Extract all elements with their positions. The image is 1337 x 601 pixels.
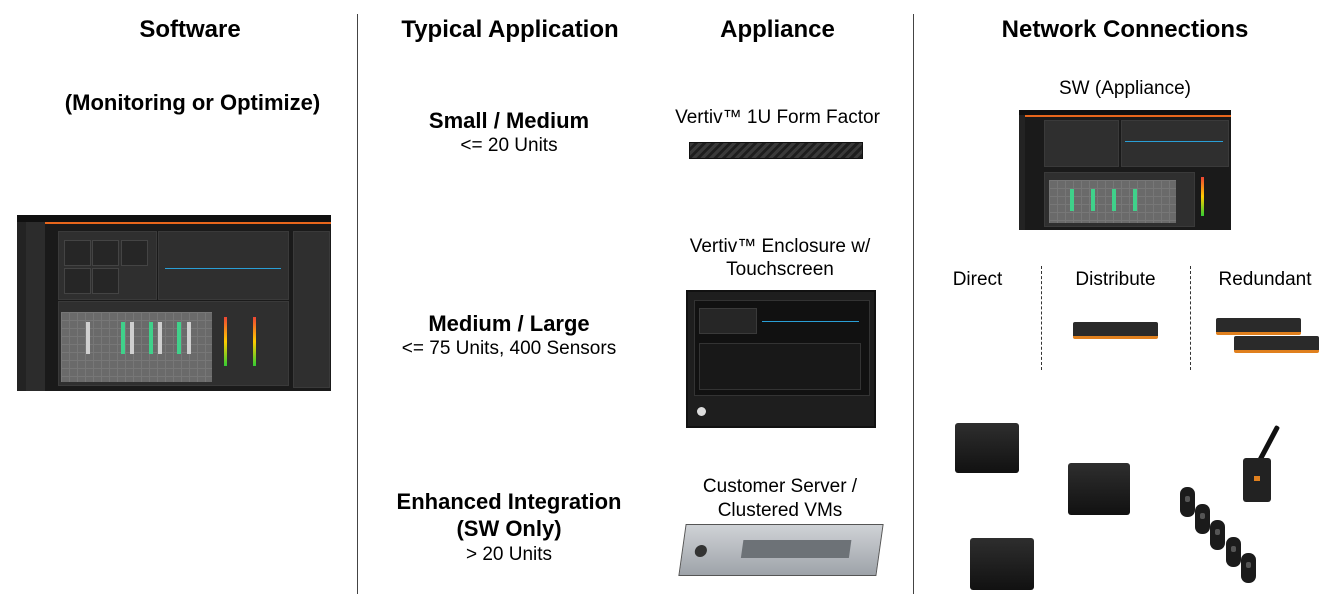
- redundant-appliance-icon-1: [1216, 318, 1301, 335]
- appliance-enclosure-label-line2: Touchscreen: [726, 259, 834, 280]
- cooling-unit-icon-1: [955, 423, 1019, 473]
- app-enhanced-title-line1: Enhanced Integration: [396, 489, 622, 514]
- rack-server-icon: [689, 142, 863, 159]
- header-network-connections: Network Connections: [1001, 16, 1249, 43]
- wireless-gateway-icon: [1243, 458, 1271, 502]
- divider-distribute-redundant: [1190, 266, 1191, 370]
- network-sw-screenshot: [1019, 110, 1231, 230]
- app-enhanced-title-line2: (SW Only): [456, 516, 562, 541]
- divider-software: [357, 14, 358, 594]
- sensor-fob-icon-3: [1210, 520, 1225, 550]
- divider-network: [913, 14, 914, 594]
- header-software: Software: [139, 16, 241, 43]
- app-small-medium-detail: <= 20 Units: [460, 135, 558, 156]
- appliance-1u-label: Vertiv™ 1U Form Factor: [675, 107, 880, 128]
- sensor-fob-icon-1: [1180, 487, 1195, 517]
- app-medium-large-detail: <= 75 Units, 400 Sensors: [401, 338, 617, 359]
- network-mode-redundant: Redundant: [1218, 269, 1312, 290]
- network-mode-distribute: Distribute: [1075, 269, 1156, 290]
- app-medium-large-title: Medium / Large: [428, 311, 590, 336]
- sensor-fob-icon-5: [1241, 553, 1256, 583]
- sensor-fob-icon-2: [1195, 504, 1210, 534]
- distribute-appliance-icon: [1073, 322, 1158, 339]
- appliance-server-label-line1: Customer Server /: [702, 476, 858, 497]
- network-mode-direct: Direct: [952, 269, 1003, 290]
- header-typical-application: Typical Application: [401, 16, 619, 43]
- header-appliance: Appliance: [720, 16, 835, 43]
- sensor-fob-icon-4: [1226, 537, 1241, 567]
- divider-direct-distribute: [1041, 266, 1042, 370]
- app-enhanced-detail: > 20 Units: [465, 544, 553, 565]
- cooling-unit-icon-3: [970, 538, 1034, 590]
- network-sw-label: SW (Appliance): [1059, 78, 1191, 99]
- software-subtitle: (Monitoring or Optimize): [64, 90, 321, 115]
- app-small-medium-title: Small / Medium: [428, 108, 590, 133]
- redundant-appliance-icon-2: [1234, 336, 1319, 353]
- touchscreen-enclosure-icon: [686, 290, 876, 428]
- customer-server-icon: [678, 524, 884, 576]
- cooling-unit-icon-2: [1068, 463, 1130, 515]
- appliance-server-label-line2: Clustered VMs: [717, 500, 843, 521]
- appliance-enclosure-label-line1: Vertiv™ Enclosure w/: [689, 236, 871, 257]
- dashboard-screenshot: [17, 215, 331, 391]
